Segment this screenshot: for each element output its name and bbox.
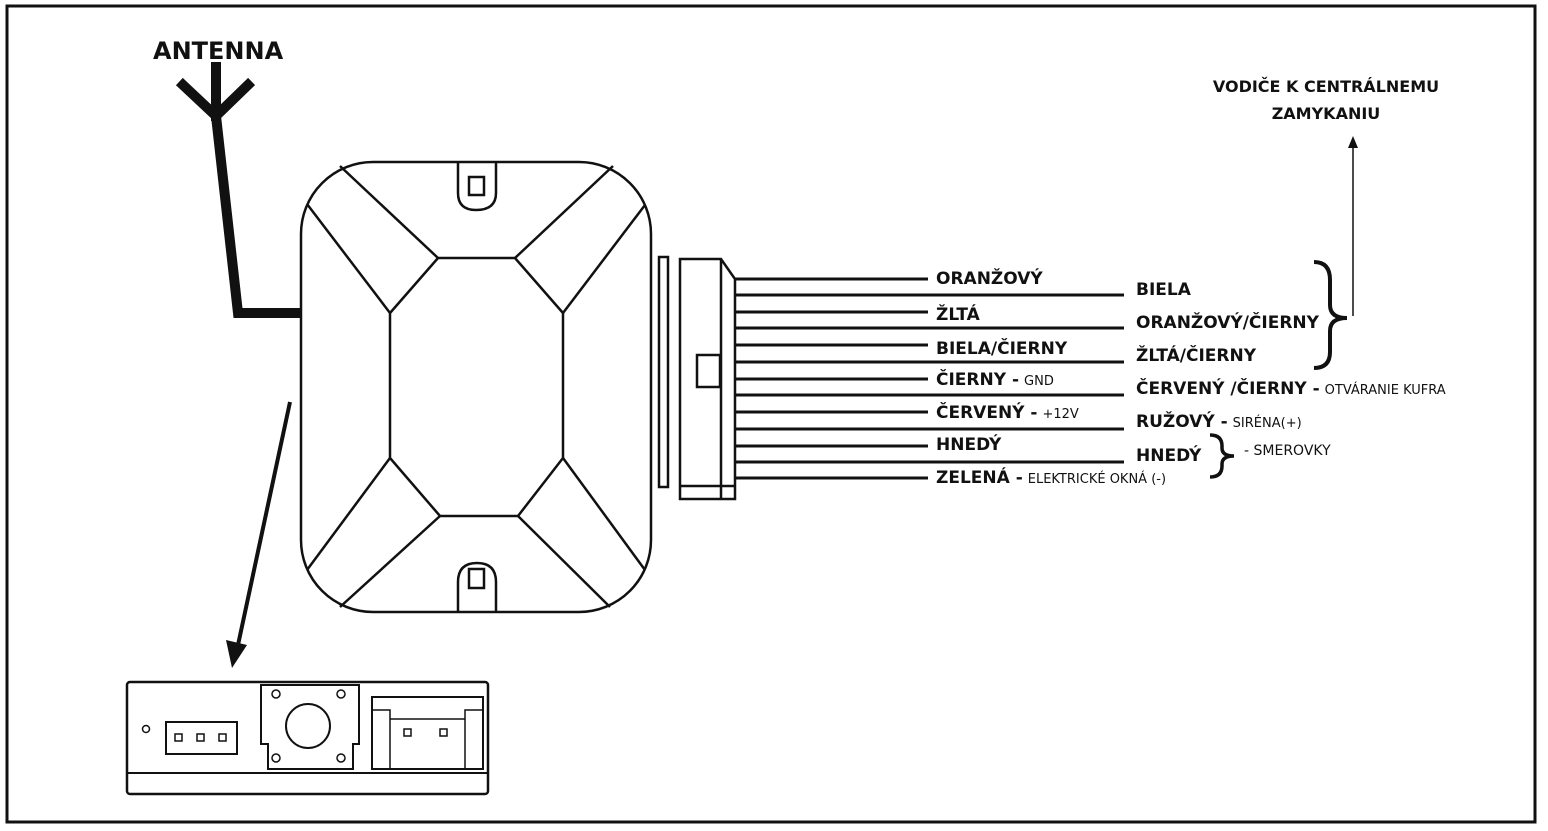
wire-label: HNEDÝ: [936, 433, 1002, 455]
central-locking-note: VODIČE K CENTRÁLNEMU: [1213, 77, 1439, 96]
wire-harness-connector: [657, 255, 737, 501]
control-unit: [299, 160, 653, 614]
side-view-arrow: [236, 401, 292, 646]
diagram-frame: [5, 4, 1537, 824]
wire-label: ORANŽOVÝ: [936, 267, 1043, 289]
wire-label: BIELA/ČIERNY: [936, 337, 1068, 359]
central-locking-arrowhead: [1348, 136, 1358, 148]
blinker-brace: [1209, 433, 1235, 479]
antenna-label: ANTENNA: [153, 37, 284, 65]
wire-label: ČIERNY -GND: [936, 368, 1054, 390]
wire-label: RUŽOVÝ -SIRÉNA(+): [1136, 410, 1302, 432]
side-view-arrowhead: [226, 640, 247, 668]
central-locking-note: ZAMYKANIU: [1272, 104, 1381, 123]
wire-label: BIELA: [1136, 280, 1192, 300]
side-panel-view: [125, 680, 490, 796]
wire-label: ŽLTÁ/ČIERNY: [1136, 344, 1257, 366]
blinker-label: - SMEROVKY: [1244, 443, 1331, 459]
wire-labels-left: ORANŽOVÝ ŽLTÁ BIELA/ČIERNY ČIERNY -GND Č…: [936, 267, 1166, 488]
central-locking-brace: [1313, 260, 1348, 370]
wire-label: ČERVENÝ /ČIERNY -OTVÁRANIE KUFRA: [1136, 377, 1446, 399]
wire-label: ZELENÁ -ELEKTRICKÉ OKNÁ (-): [936, 466, 1166, 488]
wire-label: HNEDÝ: [1136, 444, 1202, 466]
wires: [734, 277, 1124, 480]
wire-label: ŽLTÁ: [936, 303, 981, 325]
antenna-icon: [175, 62, 302, 318]
wire-labels-right: BIELA ORANŽOVÝ/ČIERNY ŽLTÁ/ČIERNY ČERVEN…: [1136, 280, 1446, 466]
wire-label: ČERVENÝ -+12V: [936, 401, 1079, 423]
wire-label: ORANŽOVÝ/ČIERNY: [1136, 311, 1320, 333]
